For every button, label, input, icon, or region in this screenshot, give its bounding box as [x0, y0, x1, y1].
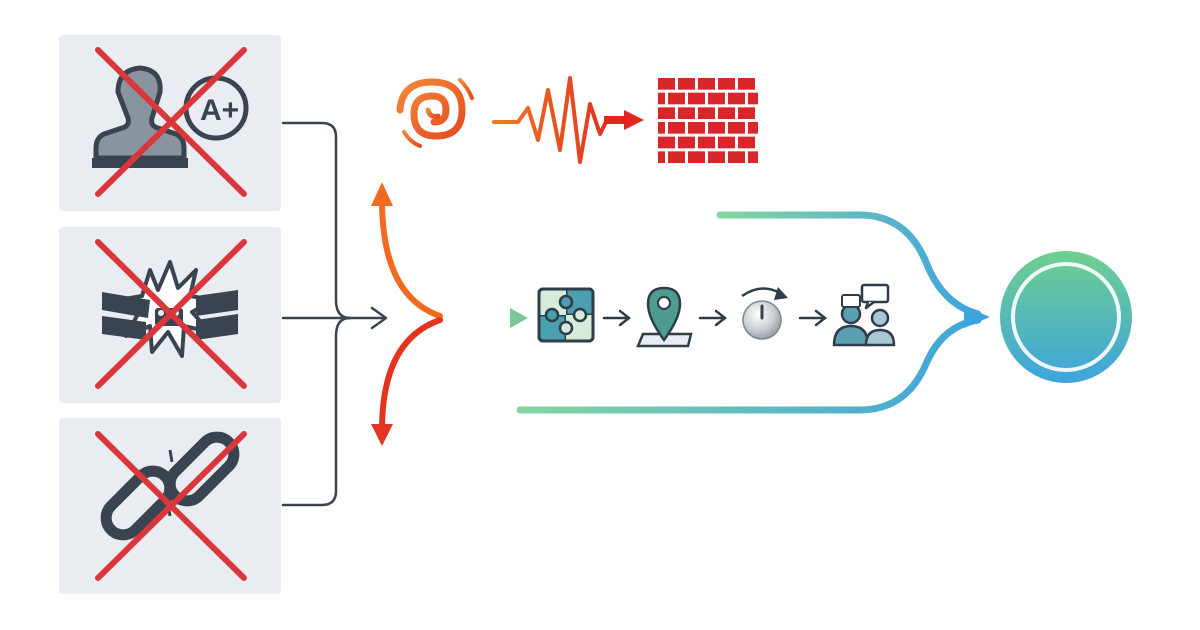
step-arrow-3	[798, 309, 828, 327]
brick-wall-icon	[658, 78, 758, 163]
brick	[718, 136, 735, 149]
grade-text: A+	[200, 94, 239, 127]
spiral-icon	[396, 78, 474, 148]
brick	[688, 122, 705, 134]
brick	[678, 78, 695, 90]
diverging-arrows	[371, 182, 528, 446]
step-arrow-2	[698, 309, 728, 327]
brick	[738, 107, 755, 119]
brick	[708, 92, 725, 105]
brick	[728, 151, 745, 163]
cross-mark-1	[95, 47, 247, 197]
brick	[658, 122, 665, 134]
brick	[668, 122, 685, 134]
heartbeat-spike-icon	[492, 76, 644, 164]
brick	[678, 136, 695, 149]
brick	[708, 122, 725, 134]
brick	[718, 78, 735, 90]
brick	[698, 78, 715, 90]
brick	[678, 107, 695, 119]
people-chat-icon	[832, 283, 896, 347]
brick	[658, 107, 675, 119]
brick	[668, 92, 685, 105]
brick	[658, 78, 675, 90]
brick	[658, 151, 665, 163]
brick	[718, 107, 735, 119]
brick	[688, 92, 705, 105]
brick	[708, 151, 725, 163]
step-arrow-1	[602, 309, 632, 327]
brick	[748, 92, 758, 105]
cross-mark-2	[95, 239, 247, 389]
brick	[658, 136, 675, 149]
brick	[668, 151, 685, 163]
brick	[738, 136, 755, 149]
brick	[748, 122, 758, 134]
brick	[698, 107, 715, 119]
brick	[728, 122, 745, 134]
brick	[748, 151, 758, 163]
brick	[698, 136, 715, 149]
cross-mark-3	[95, 431, 247, 581]
brick	[658, 92, 665, 105]
brick	[728, 92, 745, 105]
goal-arrowhead	[964, 306, 990, 328]
converging-flows	[516, 211, 982, 414]
merge-bracket	[281, 121, 388, 507]
dial-knob-icon	[741, 287, 788, 340]
map-pin-icon	[636, 286, 693, 348]
circle-goal-icon	[1000, 251, 1132, 383]
brick	[688, 151, 705, 163]
puzzle-pieces-icon	[537, 287, 595, 343]
brick	[738, 78, 755, 90]
broken-chain-link-icon	[100, 431, 240, 541]
